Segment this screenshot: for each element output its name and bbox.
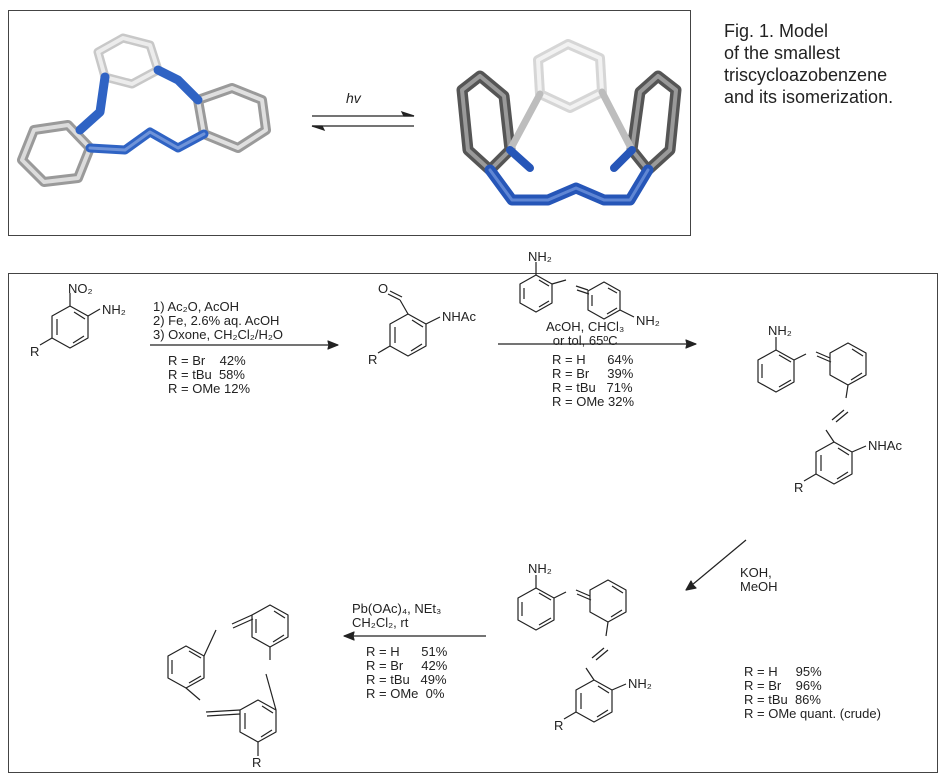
label-r-2: R (368, 352, 378, 367)
step2-yield-2: R = Br 39% (552, 366, 634, 381)
structure-bisazo-diamine (517, 575, 627, 723)
label-nh2-6: NH₂ (628, 676, 652, 691)
step2-condition-2: or tol, 65ºC (552, 333, 618, 348)
reaction-arrow-3 (685, 539, 747, 591)
structure-triscycloazobenzene (167, 604, 289, 756)
step1-condition-3: 3) Oxone, CH₂Cl₂/H₂O (153, 327, 283, 342)
step4-yield-4: R = OMe 0% (366, 686, 445, 701)
step1-yield-1: R = Br 42% (168, 353, 246, 368)
step4-yield-3: R = tBu 49% (366, 672, 447, 687)
label-nhac-1: NHAc (442, 309, 476, 324)
structure-nitroso-acetanilide (377, 290, 441, 357)
label-nh2-5: NH₂ (528, 561, 552, 576)
label-r-1: R (30, 344, 40, 359)
step3-conditions: KOH, MeOH (740, 566, 778, 594)
step3-yield-1: R = H 95% (744, 664, 822, 679)
structure-diaminoazobenzene (519, 262, 635, 320)
step2-conditions: AcOH, CHCl₃ or tol, 65ºC (546, 320, 624, 348)
step3-condition-1: KOH, (740, 565, 772, 580)
label-nh2-4: NH₂ (768, 323, 792, 338)
step1-conditions: 1) Ac₂O, AcOH 2) Fe, 2.6% aq. AcOH 3) Ox… (153, 300, 283, 342)
molecule-model-cis (456, 39, 682, 206)
arrow-label-hv: hv (346, 90, 361, 106)
step3-yield-3: R = tBu 86% (744, 692, 821, 707)
label-nh2-2: NH₂ (528, 249, 552, 264)
figure-1-panel (8, 10, 691, 236)
molecule-model-trans (17, 33, 271, 187)
caption-line-4: and its isomerization. (724, 87, 894, 107)
step2-yield-1: R = H 64% (552, 352, 634, 367)
label-r-5: R (252, 755, 262, 770)
label-r-3: R (794, 480, 804, 495)
label-no2: NO₂ (68, 281, 93, 296)
step4-condition-2: CH₂Cl₂, rt (352, 615, 409, 630)
figure-caption: Fig. 1. Model of the smallest triscycloa… (724, 20, 893, 108)
step4-yield-2: R = Br 42% (366, 658, 448, 673)
step4-condition-1: Pb(OAc)₄, NEt₃ (352, 601, 442, 616)
label-nhac-2: NHAc (868, 438, 902, 453)
caption-line-3: triscycloazobenzene (724, 65, 888, 85)
caption-line-1: Fig. 1. Model (724, 21, 829, 41)
step3-condition-2: MeOH (740, 579, 778, 594)
step1-yield-2: R = tBu 58% (168, 367, 245, 382)
label-r-4: R (554, 718, 564, 733)
step2-yield-3: R = tBu 71% (552, 380, 633, 395)
step1-condition-2: 2) Fe, 2.6% aq. AcOH (153, 313, 280, 328)
step1-condition-1: 1) Ac₂O, AcOH (153, 299, 239, 314)
label-nh2-1: NH₂ (102, 302, 126, 317)
structure-bisazo-acetanilide (757, 337, 867, 485)
step1-yield-3: R = OMe 12% (168, 381, 251, 396)
photo-equilibrium-arrows (311, 110, 415, 132)
step3-yield-4: R = OMe quant. (crude) (744, 706, 881, 721)
step2-yields: R = H 64% R = Br 39% R = tBu 71% R = OMe… (552, 353, 634, 409)
caption-line-2: of the smallest (724, 43, 841, 63)
step4-conditions: Pb(OAc)₄, NEt₃ CH₂Cl₂, rt (352, 602, 441, 630)
step4-yield-1: R = H 51% (366, 644, 448, 659)
step4-yields: R = H 51% R = Br 42% R = tBu 49% R = OMe… (366, 645, 447, 701)
step2-yield-4: R = OMe 32% (552, 394, 635, 409)
step3-yields: R = H 95% R = Br 96% R = tBu 86% R = OMe… (744, 665, 881, 721)
structure-nitroaniline (39, 293, 101, 349)
step3-yield-2: R = Br 96% (744, 678, 822, 693)
label-nh2-3: NH₂ (636, 313, 660, 328)
step2-condition-1: AcOH, CHCl₃ (546, 319, 625, 334)
step1-yields: R = Br 42% R = tBu 58% R = OMe 12% (168, 354, 250, 396)
label-o: O (378, 281, 389, 296)
